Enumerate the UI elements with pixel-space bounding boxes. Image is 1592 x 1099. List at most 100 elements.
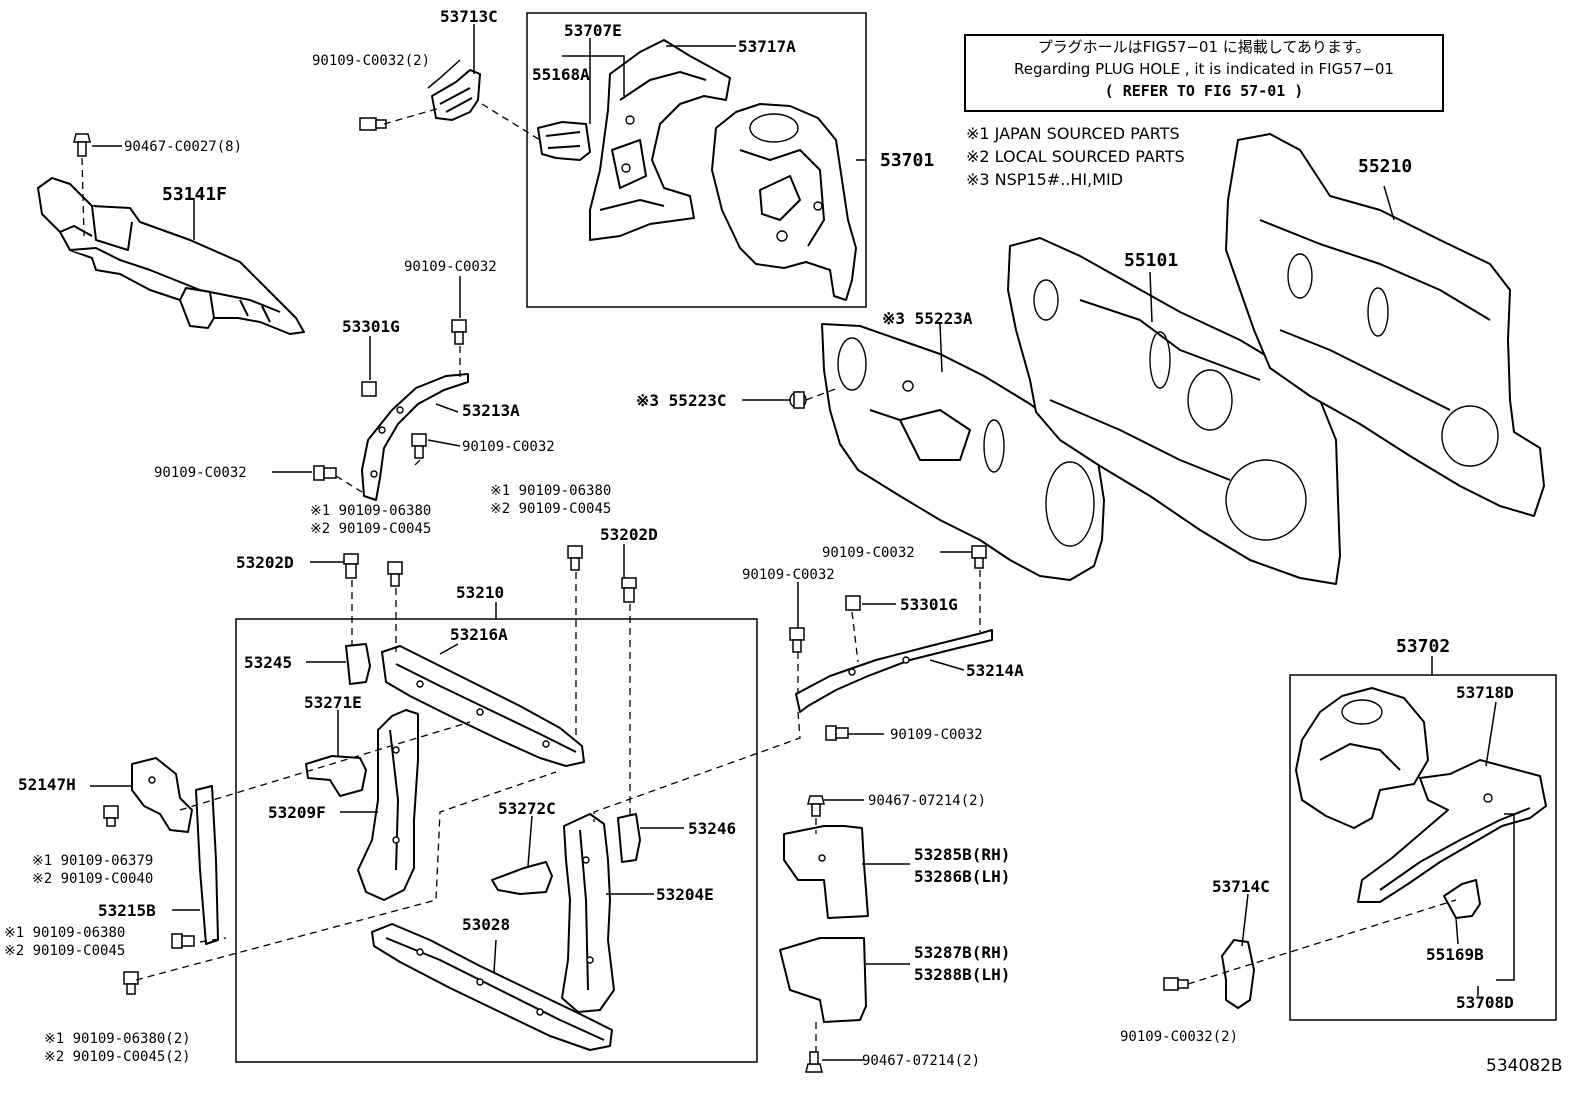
clip-53301G-a xyxy=(361,381,377,397)
part-53245 xyxy=(345,643,371,685)
label-53202D-a: 53202D xyxy=(236,553,294,572)
label-alt-2a: ※1 90109-06380 xyxy=(490,483,612,499)
label-53202D-b: 53202D xyxy=(600,525,658,544)
part-53141F xyxy=(37,177,305,335)
bolt-90109-C0032-d xyxy=(971,545,987,569)
bolt-90109-C0032-b xyxy=(411,433,427,459)
label-53214A: 53214A xyxy=(966,661,1024,680)
bolt-alt-1 xyxy=(387,561,403,587)
legend-item-nsp: ※3 NSP15#..HI,MID xyxy=(966,170,1124,189)
label-55223A: ※3 55223A xyxy=(882,309,973,328)
part-53707E xyxy=(589,39,731,241)
part-55169B xyxy=(1443,879,1481,919)
bolt-90109-C0032-c xyxy=(313,465,337,481)
notice-line-en: Regarding PLUG HOLE , it is indicated in… xyxy=(1014,60,1394,78)
label-90109-C0032-d: 90109-C0032 xyxy=(822,545,915,561)
label-55168A: 55168A xyxy=(532,65,590,84)
label-53213A: 53213A xyxy=(462,401,520,420)
figure-number: 534082B xyxy=(1486,1056,1563,1076)
part-53213A xyxy=(361,373,469,501)
part-53713C xyxy=(431,69,481,121)
label-53301G-a: 53301G xyxy=(342,317,400,336)
part-53246 xyxy=(617,813,641,863)
part-53272C xyxy=(491,861,553,895)
label-90109-C0032-c: 90109-C0032 xyxy=(154,465,247,481)
label-52147H: 52147H xyxy=(18,775,76,794)
clip-90467-07214-b xyxy=(805,1051,823,1073)
legend-item-japan: ※1 JAPAN SOURCED PARTS xyxy=(966,124,1180,143)
bolt-90109-C0032-bottom xyxy=(1163,977,1189,991)
label-alt-5b: ※2 90109-C0045(2) xyxy=(44,1049,191,1065)
label-53707E: 53707E xyxy=(564,21,622,40)
label-alt-3b: ※2 90109-C0040 xyxy=(32,871,154,887)
label-90109-C0032-2-bottom: 90109-C0032(2) xyxy=(1120,1029,1239,1045)
label-53287B: 53287B(RH) xyxy=(914,943,1011,962)
label-55101: 55101 xyxy=(1124,250,1179,271)
label-53285B: 53285B(RH) xyxy=(914,845,1011,864)
part-52147H xyxy=(131,757,193,833)
label-53286B: 53286B(LH) xyxy=(914,867,1011,886)
label-alt-3a: ※1 90109-06379 xyxy=(32,853,154,869)
label-90467-07214-b: 90467-07214(2) xyxy=(862,1053,981,1069)
part-53701-apron xyxy=(711,103,857,301)
part-55168A xyxy=(537,121,591,161)
label-53708D: 53708D xyxy=(1456,993,1514,1012)
label-53028: 53028 xyxy=(462,915,511,934)
part-53216A xyxy=(381,645,585,767)
notice-line-ref: ( REFER TO FIG 57-01 ) xyxy=(1104,82,1304,100)
label-53301G-b: 53301G xyxy=(900,595,958,614)
group-frame-53702 xyxy=(1289,674,1557,1021)
label-55210: 55210 xyxy=(1358,156,1413,177)
part-53028 xyxy=(371,923,613,1051)
bolt-90109-C0032-top xyxy=(359,117,387,131)
label-alt-1a: ※1 90109-06380 xyxy=(310,503,432,519)
label-53216A: 53216A xyxy=(450,625,508,644)
bolt-90109-C0032-f xyxy=(825,725,849,741)
label-90109-C0032-b: 90109-C0032 xyxy=(462,439,555,455)
label-53717A: 53717A xyxy=(738,37,796,56)
bolt-alt-2 xyxy=(567,545,583,571)
label-53718D: 53718D xyxy=(1456,683,1514,702)
part-53714C xyxy=(1221,939,1255,1009)
part-53215B xyxy=(195,785,219,945)
label-53141F: 53141F xyxy=(162,184,228,205)
label-53702: 53702 xyxy=(1396,636,1451,657)
label-53210: 53210 xyxy=(456,583,505,602)
label-90467-C0027: 90467-C0027(8) xyxy=(124,139,243,155)
label-90467-07214-a: 90467-07214(2) xyxy=(868,793,987,809)
label-alt-2b: ※2 90109-C0045 xyxy=(490,501,612,517)
label-90109-C0032-e: 90109-C0032 xyxy=(742,567,835,583)
part-53214A xyxy=(795,629,993,713)
notice-box: プラグホールはFIG57−01 に掲載してあります。 Regarding PLU… xyxy=(964,34,1444,112)
label-53246: 53246 xyxy=(688,819,737,838)
legend-item-local: ※2 LOCAL SOURCED PARTS xyxy=(966,147,1185,166)
label-55169B: 55169B xyxy=(1426,945,1484,964)
part-55101 xyxy=(1007,237,1341,585)
label-55223C: ※3 55223C xyxy=(636,391,727,410)
bolt-90109-C0032-a xyxy=(451,319,467,345)
part-53271E xyxy=(305,755,367,797)
label-53204E: 53204E xyxy=(656,885,714,904)
part-53702-apron xyxy=(1295,687,1429,829)
label-90109-C0032-2-top: 90109-C0032(2) xyxy=(312,53,431,69)
label-alt-4a: ※1 90109-06380 xyxy=(4,925,126,941)
part-55223A xyxy=(821,323,1105,581)
leader-lines xyxy=(90,24,1515,1061)
label-90109-C0032-a: 90109-C0032 xyxy=(404,259,497,275)
label-53245: 53245 xyxy=(244,653,293,672)
clip-90467-07214-a xyxy=(807,795,825,817)
label-53714C: 53714C xyxy=(1212,877,1270,896)
clip-90467-C0027 xyxy=(73,133,91,157)
label-90109-C0032-f: 90109-C0032 xyxy=(890,727,983,743)
part-53718D xyxy=(1357,759,1547,903)
label-alt-4b: ※2 90109-C0045 xyxy=(4,943,126,959)
part-53287B-53288B xyxy=(779,937,867,1023)
label-alt-5a: ※1 90109-06380(2) xyxy=(44,1031,191,1047)
bolt-90109-C0032-e xyxy=(789,627,805,653)
bolt-alt-5 xyxy=(123,971,139,995)
bolt-alt-4 xyxy=(171,933,195,949)
label-53272C: 53272C xyxy=(498,799,556,818)
label-53209F: 53209F xyxy=(268,803,326,822)
part-55210 xyxy=(1225,133,1545,517)
